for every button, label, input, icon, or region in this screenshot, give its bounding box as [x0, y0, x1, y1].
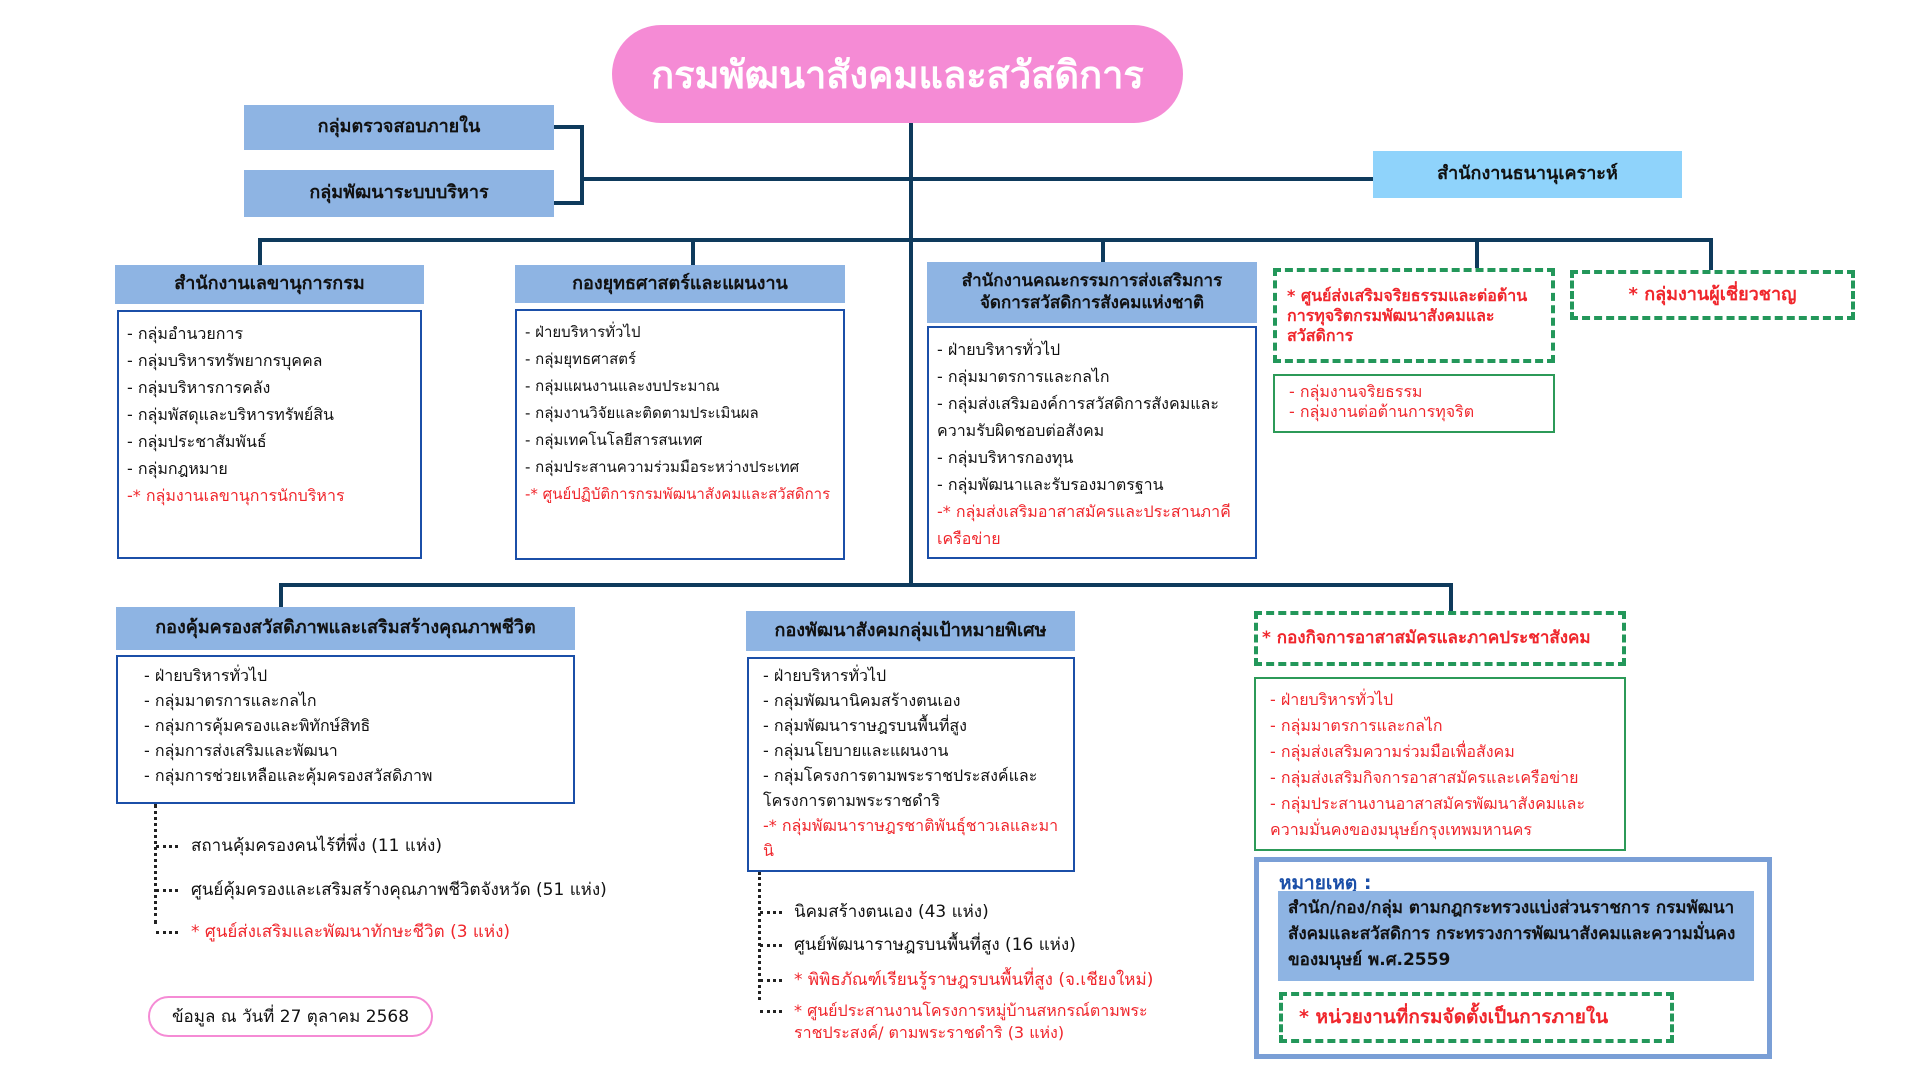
drop-2 — [691, 238, 695, 265]
legend-internal-unit: * หน่วยงานที่กรมจัดตั้งเป็นการภายใน — [1279, 992, 1674, 1043]
drop-6 — [279, 583, 283, 607]
unit-header: สำนักงานคณะกรรมการส่งเสริมการจัดการสวัสด… — [927, 262, 1257, 323]
internal-subunit-item: -* ศูนย์ปฏิบัติการกรมพัฒนาสังคมและสวัสดิ… — [525, 485, 831, 503]
connector-row2 — [279, 583, 1453, 587]
department-title: กรมพัฒนาสังคมและสวัสดิการ — [612, 25, 1183, 123]
subunit-item: - กลุ่มบริหารกองทุน — [937, 448, 1074, 467]
subunit-item: - กลุ่มโครงการตามพระราชประสงค์และโครงการ… — [763, 766, 1038, 810]
subunit-item: - กลุ่มพัฒนาราษฎรบนพื้นที่สูง — [763, 716, 967, 735]
subunit-item: - ฝ่ายบริหารทั่วไป — [763, 666, 887, 685]
unit-body: - กลุ่มงานจริยธรรม- กลุ่มงานต่อต้านการทุ… — [1273, 374, 1555, 433]
drop-3 — [1101, 238, 1105, 262]
affiliated-unit-pawnshop: สำนักงานธนานุเคราะห์ — [1373, 151, 1682, 198]
connector-main-vertical — [909, 123, 913, 587]
unit-header: สำนักงานเลขานุการกรม — [115, 265, 424, 304]
subunit-item: - ฝ่ายบริหารทั่วไป — [525, 323, 641, 341]
subunit-item: - กลุ่มบริหารทรัพยากรบุคคล — [127, 351, 323, 370]
subunit-item: - กลุ่มนโยบายและแผนงาน — [763, 741, 949, 760]
subunit-item: - กลุ่มประสานความร่วมมือระหว่างประเทศ — [525, 458, 800, 476]
internal-subsidiary-item: * ศูนย์ส่งเสริมและพัฒนาทักษะชีวิต (3 แห่… — [191, 922, 511, 942]
subunit-item: - กลุ่มอำนวยการ — [127, 324, 244, 343]
internal-subunit-item: - กลุ่มงานจริยธรรม — [1289, 382, 1423, 401]
internal-subunit-item: - กลุ่มส่งเสริมความร่วมมือเพื่อสังคม — [1270, 742, 1515, 761]
subunit-item: - กลุ่มมาตรการและกลไก — [144, 691, 317, 710]
subunit-item: - กลุ่มการช่วยเหลือและคุ้มครองสวัสดิภาพ — [144, 766, 433, 785]
data-date-label: ข้อมูล ณ วันที่ 27 ตุลาคม 2568 — [148, 996, 433, 1037]
staff-unit-admin-development: กลุ่มพัฒนาระบบบริหาร — [244, 170, 554, 217]
unit-body: - ฝ่ายบริหารทั่วไป - กลุ่มมาตรการและกลไก -… — [1254, 677, 1626, 851]
internal-subunit-item: -* กลุ่มส่งเสริมอาสาสมัครและประสานภาคีเค… — [937, 502, 1231, 548]
subunit-item: - กลุ่มงานวิจัยและติดตามประเมินผล — [525, 404, 759, 422]
internal-subunit-item: -* กลุ่มพัฒนาราษฎรชาติพันธุ์ชาวเลและมานิ — [763, 816, 1059, 860]
unit-body: - กลุ่มอำนวยการ - กลุ่มบริหารทรัพยากรบุคค… — [117, 310, 422, 559]
drop-5 — [1709, 238, 1713, 270]
subunit-item: - กลุ่มส่งเสริมองค์การสวัสดิการสังคมและค… — [937, 394, 1219, 440]
unit-body: - ฝ่ายบริหารทั่วไป - กลุ่มพัฒนานิคมสร้างต… — [747, 657, 1075, 872]
subsidiary-connector — [758, 872, 761, 1000]
subunit-item: - กลุ่มแผนงานและงบประมาณ — [525, 377, 720, 395]
internal-unit-header: * กองกิจการอาสาสมัครและภาคประชาสังคม — [1254, 611, 1626, 666]
legend-label: หมายเหตุ : — [1279, 872, 1372, 894]
subsidiary-item: ศูนย์คุ้มครองและเสริมสร้างคุณภาพชีวิตจัง… — [191, 880, 607, 900]
legend-box: หมายเหตุ : สำนัก/กอง/กลุ่ม ตามกฎกระทรวงแ… — [1254, 857, 1772, 1059]
bracket-top — [554, 125, 582, 129]
subsidiary-branch — [760, 944, 782, 947]
unit-body: - ฝ่ายบริหารทั่วไป - กลุ่มมาตรการและกลไก -… — [927, 326, 1257, 559]
subunit-item: - ฝ่ายบริหารทั่วไป — [144, 666, 268, 685]
subunit-item: - กลุ่มประชาสัมพันธ์ — [127, 432, 267, 451]
bracket-vertical — [580, 125, 584, 205]
internal-subsidiary-item: * ศูนย์ประสานงานโครงการหมู่บ้านสหกรณ์ตาม… — [794, 1001, 1148, 1042]
subunit-item: - กลุ่มการคุ้มครองและพิทักษ์สิทธิ — [144, 716, 371, 735]
subsidiary-branch — [760, 911, 782, 914]
subunit-item: - กลุ่มเทคโนโลยีสารสนเทศ — [525, 431, 703, 449]
connector-row1 — [258, 238, 1713, 242]
subsidiary-branch — [760, 1010, 782, 1013]
internal-subunit-item: - กลุ่มมาตรการและกลไก — [1270, 716, 1443, 735]
subunit-item: - ฝ่ายบริหารทั่วไป — [937, 340, 1061, 359]
drop-7 — [1449, 583, 1453, 611]
internal-subunit-item: - กลุ่มส่งเสริมกิจการอาสาสมัครและเครือข่… — [1270, 768, 1579, 787]
subunit-item: - กลุ่มยุทธศาสตร์ — [525, 350, 637, 368]
subunit-item: - กลุ่มการส่งเสริมและพัฒนา — [144, 741, 338, 760]
subsidiary-branch — [760, 979, 782, 982]
internal-subsidiary-item: * พิพิธภัณฑ์เรียนรู้ราษฎรบนพื้นที่สูง (จ… — [794, 970, 1154, 990]
unit-header: กองพัฒนาสังคมกลุ่มเป้าหมายพิเศษ — [746, 611, 1075, 651]
subsidiary-item: สถานคุ้มครองคนไร้ที่พึ่ง (11 แห่ง) — [191, 836, 442, 856]
legend-description: สำนัก/กอง/กลุ่ม ตามกฎกระทรวงแบ่งส่วนราชก… — [1278, 891, 1754, 981]
subunit-item: - กลุ่มกฎหมาย — [127, 459, 228, 478]
internal-subunit-item: - กลุ่มประสานงานอาสาสมัครพัฒนาสังคมและคว… — [1270, 794, 1586, 839]
subunit-item: - กลุ่มมาตรการและกลไก — [937, 367, 1110, 386]
internal-subunit-item: -* กลุ่มงานเลขานุการนักบริหาร — [127, 486, 345, 505]
internal-unit-header: * ศูนย์ส่งเสริมจริยธรรมและต่อต้านการทุจร… — [1273, 268, 1555, 363]
subsidiary-item: ศูนย์พัฒนาราษฎรบนพื้นที่สูง (16 แห่ง) — [794, 935, 1076, 955]
unit-body: - ฝ่ายบริหารทั่วไป - กลุ่มมาตรการและกลไก -… — [116, 655, 575, 804]
internal-subunit-item: - ฝ่ายบริหารทั่วไป — [1270, 690, 1394, 709]
unit-header: กองคุ้มครองสวัสดิภาพและเสริมสร้างคุณภาพช… — [116, 607, 575, 650]
unit-header: กองยุทธศาสตร์และแผนงาน — [515, 265, 845, 303]
bracket-bottom — [554, 201, 582, 205]
internal-subunit-item: - กลุ่มงานต่อต้านการทุจริต — [1289, 402, 1475, 421]
unit-body: - ฝ่ายบริหารทั่วไป - กลุ่มยุทธศาสตร์ - กลุ… — [515, 309, 845, 560]
subsidiary-branch — [156, 889, 178, 892]
subsidiary-branch — [156, 931, 178, 934]
staff-unit-internal-audit: กลุ่มตรวจสอบภายใน — [244, 105, 554, 150]
subunit-item: - กลุ่มพัฒนานิคมสร้างตนเอง — [763, 691, 961, 710]
subunit-item: - กลุ่มบริหารการคลัง — [127, 378, 271, 397]
subsidiary-item: นิคมสร้างตนเอง (43 แห่ง) — [794, 902, 989, 922]
subsidiary-connector — [154, 804, 157, 924]
subunit-item: - กลุ่มพัฒนาและรับรองมาตรฐาน — [937, 475, 1164, 494]
drop-4 — [1475, 238, 1479, 268]
connector-staff — [582, 177, 1373, 181]
drop-1 — [258, 238, 262, 265]
internal-unit-header: * กลุ่มงานผู้เชี่ยวชาญ — [1570, 270, 1855, 320]
subsidiary-branch — [156, 845, 178, 848]
subunit-item: - กลุ่มพัสดุและบริหารทรัพย์สิน — [127, 405, 334, 424]
